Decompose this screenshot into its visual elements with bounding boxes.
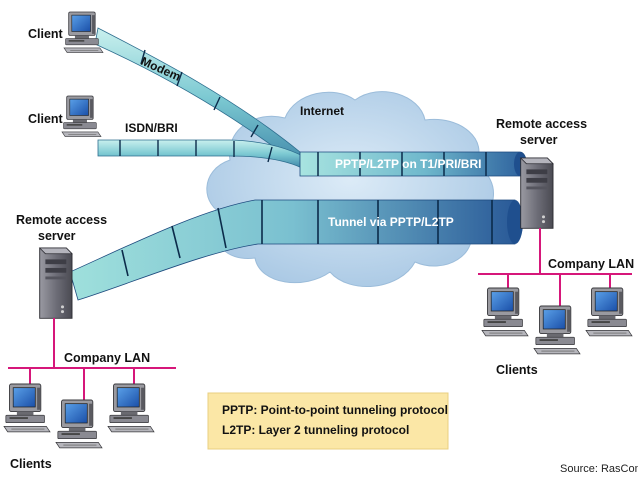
legend-pptp: PPTP: Point-to-point tunneling protocol [222,403,448,417]
lan-client-left-1 [3,383,51,433]
label-lan-right: Company LAN [548,257,634,271]
label-ras-right-2: server [520,133,558,147]
label-pptp-t1: PPTP/L2TP on T1/PRI/BRI [335,157,481,171]
label-modem: Modem [139,54,183,84]
lan-client-right-1 [481,287,529,337]
lan-client-right-2 [533,305,581,355]
t1-link [299,151,528,177]
label-clients-left: Clients [10,457,52,471]
lan-client-left-2 [55,399,103,449]
label-internet: Internet [300,104,344,118]
label-isdn: ISDN/BRI [125,121,178,135]
source-credit: Source: RasCom [560,463,638,475]
company-lan-left [8,318,176,400]
label-ras-right-1: Remote access [496,117,587,131]
client-computer-mid [61,95,102,137]
label-client-mid: Client [28,112,64,126]
label-tunnel: Tunnel via PPTP/L2TP [328,215,454,229]
label-clients-right: Clients [496,363,538,377]
company-lan-right [478,228,632,306]
vpn-tunnel [69,199,523,301]
lan-client-right-3 [585,287,633,337]
legend-l2tp: L2TP: Layer 2 tunneling protocol [222,423,409,437]
lan-client-left-3 [107,383,155,433]
label-ras-left-2: server [38,229,76,243]
remote-access-server-left [39,247,73,319]
remote-access-server-right [520,157,554,229]
label-ras-left-1: Remote access [16,213,107,227]
label-lan-left: Company LAN [64,351,150,365]
legend-box: PPTP: Point-to-point tunneling protocol … [207,392,449,450]
label-client-top: Client [28,27,64,41]
